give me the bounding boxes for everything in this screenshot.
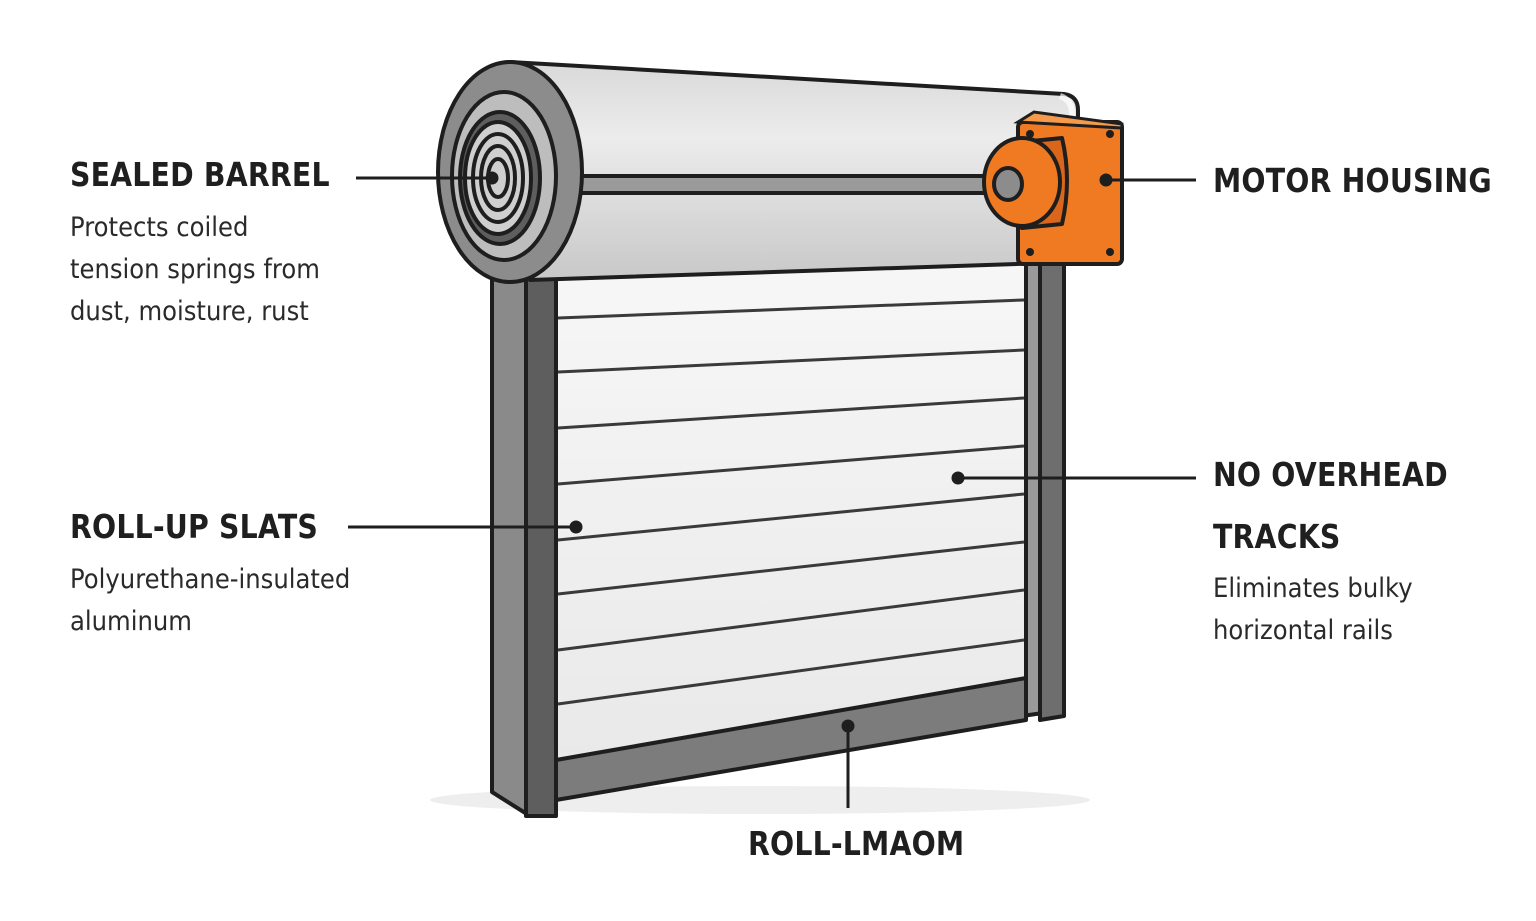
roll-up-slats-title: ROLL-UP SLATS (70, 507, 318, 546)
roll-up-slats-desc: Polyurethane-insulated aluminum (70, 564, 351, 637)
axle-rod (558, 174, 1022, 195)
sealed-barrel-desc: Protects coiled tension springs from dus… (70, 212, 320, 327)
leader-lines (348, 171, 1196, 808)
sealed-barrel-title: SEALED BARREL (70, 155, 330, 194)
callout-roll-up-slats: ROLL-UP SLATS Polyurethane-insulated alu… (70, 507, 381, 643)
sealed-barrel (436, 60, 1080, 284)
motor-housing (982, 110, 1124, 266)
door-curtain (554, 254, 1028, 762)
no-overhead-tracks-desc: Eliminates bulky horizontal rails (1213, 573, 1413, 646)
left-side-track (490, 266, 558, 818)
no-overhead-tracks-title: NO OVERHEAD TRACKS (1213, 455, 1448, 556)
callout-bottom: ROLL-LMAOM (748, 824, 1000, 864)
slat-lines (557, 298, 1025, 706)
callout-sealed-barrel: SEALED BARREL Protects coiled tension sp… (70, 155, 372, 333)
callout-no-overhead-tracks: NO OVERHEAD TRACKS Eliminates bulky hori… (1213, 444, 1486, 652)
bottom-title: ROLL-LMAOM (748, 824, 965, 863)
callout-motor-housing: MOTOR HOUSING (1213, 161, 1536, 201)
motor-housing-title: MOTOR HOUSING (1213, 161, 1492, 200)
right-side-track (1020, 256, 1066, 722)
